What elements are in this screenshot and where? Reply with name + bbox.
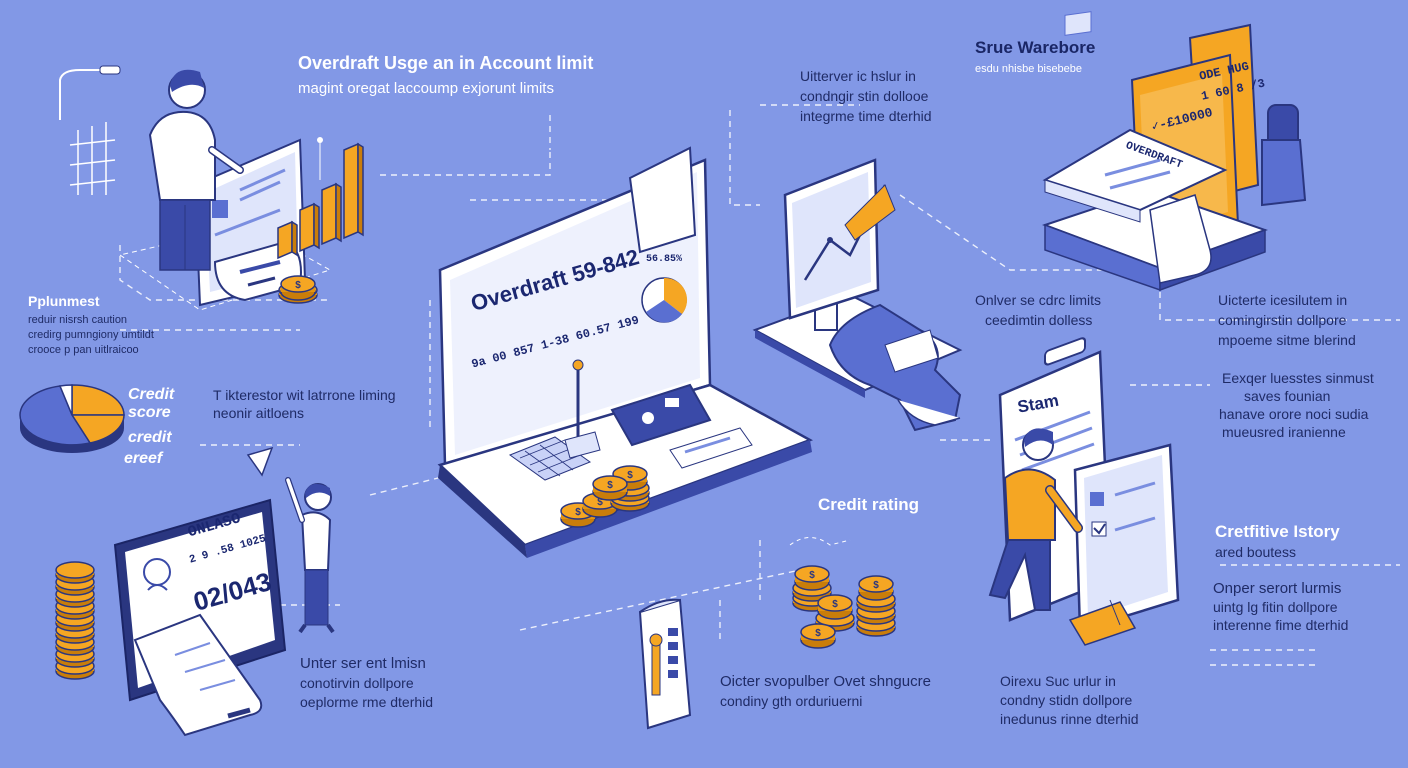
score-label: score [128, 404, 171, 421]
page-title: Overdraft Usge an in Account limit [298, 53, 594, 73]
page-subtitle: magint oregat laccoump exjorunt limits [298, 80, 554, 97]
monitor-chart [752, 158, 963, 432]
left-mid-line-1: T ikterestor wit latrrone liming [213, 387, 396, 403]
laptop-screen-percent: 56.85% [646, 254, 683, 265]
bottom-left-line-1: Unter ser ent lmisn [300, 655, 426, 672]
bottom-right-line-3: inedunus rinne dterhid [1000, 711, 1139, 727]
bottom-left-line-3: oeplorme rme dterhid [300, 694, 434, 710]
right-mid-line-3: hanave orore noci sudia [1219, 406, 1369, 422]
phone-device [638, 598, 692, 730]
ereef-label: ereef [124, 450, 163, 467]
creditive-history-sub: ared boutess [1215, 544, 1296, 560]
clipboard-scene [988, 337, 1180, 646]
mid-right-line-1: Onlver se cdrc limits [975, 292, 1102, 308]
credit-label-2: credit [128, 429, 172, 446]
top-right-title: Srue Warebore [975, 38, 1096, 57]
coin-stacks-bottom [792, 565, 896, 649]
left-mid-line-2: neonir aitloens [213, 405, 305, 421]
credit-pie-chart [19, 384, 125, 453]
bottom-left-line-2: conotirvin dollpore [300, 675, 414, 691]
overdraft-printer [1042, 11, 1307, 292]
right-top-line-1: Uicterte icesilutem in [1218, 292, 1348, 308]
analyst-scene [59, 65, 364, 311]
left-heading: Pplunmest [28, 293, 100, 309]
bottom-right-line-1: Oirexu Suc urlur in [1000, 673, 1116, 689]
laptop [437, 146, 814, 558]
right-mid-line-4: mueusred iranienne [1222, 424, 1346, 440]
left-line-3: crooce p pan uitlraicoo [28, 344, 139, 356]
top-mid-line-3: integrme time dterhid [800, 108, 932, 124]
top-mid-line-1: Uitterver ic hslur in [800, 68, 916, 84]
right-low-line-1: Onper serort lurmis [1213, 580, 1342, 597]
tablet-scene [55, 446, 335, 737]
right-top-line-2: comingirstin dollpore [1218, 312, 1347, 328]
credit-rating-label: Credit rating [818, 495, 920, 514]
top-right-subtitle: esdu nhisbe bisebebe [975, 63, 1083, 75]
creditive-history-title: Cretfitive Istory [1215, 522, 1340, 541]
left-line-2: credirg pumngiony umtildt [28, 329, 154, 341]
right-low-line-3: interenne fime dterhid [1213, 617, 1349, 633]
top-mid-line-2: condngir stin dollooe [800, 88, 929, 104]
right-low-line-2: uintg lg fitin dollpore [1213, 599, 1338, 615]
bottom-mid-line-1: Oicter svopulber Ovet shngucre [720, 673, 931, 690]
coin-stack [55, 561, 95, 680]
bottom-right-line-2: condny stidn dollpore [1000, 692, 1133, 708]
left-line-1: reduir nisrsh caution [28, 314, 128, 326]
mid-right-line-2: ceedimtin dolless [985, 312, 1093, 328]
bottom-mid-line-2: condiny gth orduriuerni [720, 693, 863, 709]
credit-label: Credit [128, 386, 175, 403]
right-mid-line-1: Eexqer luesstes sinmust [1222, 370, 1374, 386]
right-top-line-3: mpoeme sitme blerind [1218, 332, 1356, 348]
right-mid-line-2: saves founian [1244, 388, 1331, 404]
